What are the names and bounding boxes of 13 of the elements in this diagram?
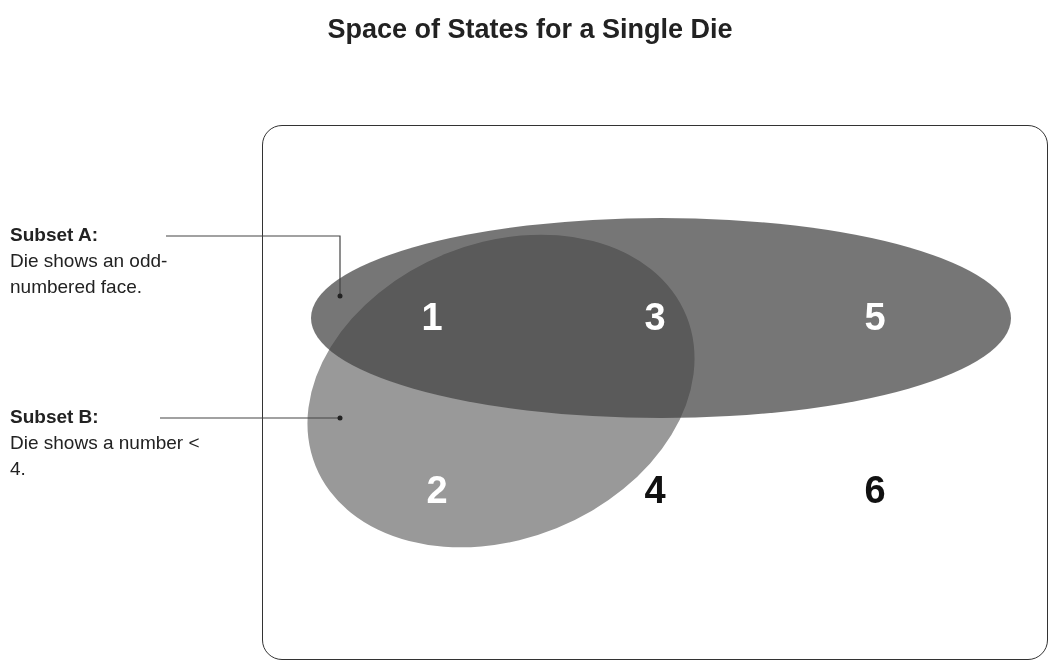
subset-description: Subset B: Die shows a number < 4. — [10, 404, 220, 482]
face-number: 3 — [644, 295, 666, 339]
face-number: 1 — [421, 295, 443, 339]
face-number: 4 — [644, 468, 666, 512]
leader-line — [165, 235, 343, 299]
face-number: 6 — [864, 468, 886, 512]
diagram-title: Space of States for a Single Die — [326, 14, 734, 45]
face-number: 2 — [426, 468, 448, 512]
subset-description: Subset A: Die shows an odd-numbered face. — [10, 222, 220, 300]
leader-line — [159, 415, 343, 421]
sample-space-box — [262, 125, 1048, 660]
subset-ellipse — [311, 218, 1011, 418]
face-number: 5 — [864, 295, 886, 339]
